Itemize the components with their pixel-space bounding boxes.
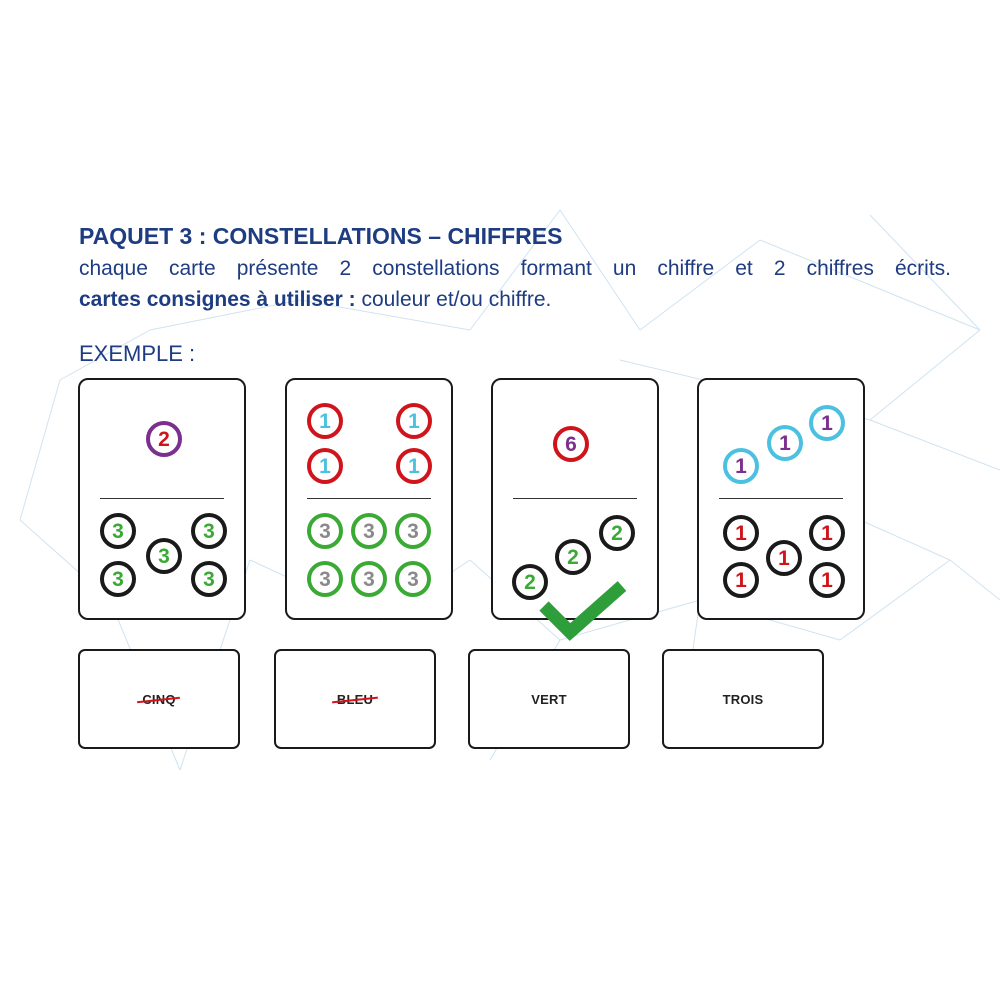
number-token: 3: [351, 561, 387, 597]
word-card-bleu: BLEU: [274, 649, 436, 749]
number-token: 1: [809, 405, 845, 441]
word-label: VERT: [531, 691, 567, 707]
constellation-card-1: 2 3 3 3 3 3: [78, 378, 246, 620]
constellation-card-2: 1 1 1 1 3 3 3 3 3 3: [285, 378, 453, 620]
number-token: 6: [553, 426, 589, 462]
number-token: 3: [191, 561, 227, 597]
deck-description: chaque carte présente 2 constellations f…: [79, 257, 951, 280]
word-card-cinq: CINQ: [78, 649, 240, 749]
instruction-rest: couleur et/ou chiffre.: [355, 288, 552, 311]
number-token: 1: [767, 425, 803, 461]
word-label: CINQ: [142, 691, 176, 707]
page-title: PAQUET 3 : CONSTELLATIONS – CHIFFRES: [79, 223, 563, 249]
instruction-bold: cartes consignes à utiliser :: [79, 288, 356, 311]
card-divider: [100, 498, 224, 499]
number-token: 3: [395, 561, 431, 597]
number-token: 3: [191, 513, 227, 549]
number-token: 2: [555, 539, 591, 575]
example-label: EXEMPLE :: [79, 341, 196, 366]
word-label: TROIS: [722, 691, 764, 707]
number-token: 3: [351, 513, 387, 549]
instruction-line: cartes consignes à utiliser : couleur et…: [79, 284, 951, 316]
number-token: 1: [766, 540, 802, 576]
number-token: 3: [307, 561, 343, 597]
number-token: 3: [307, 513, 343, 549]
number-token: 3: [395, 513, 431, 549]
number-token: 1: [723, 448, 759, 484]
card-divider: [307, 498, 431, 499]
constellation-card-4: 1 1 1 1 1 1 1 1: [697, 378, 865, 620]
number-token: 1: [723, 562, 759, 598]
number-token: 1: [307, 448, 343, 484]
number-token: 3: [100, 513, 136, 549]
number-token: 2: [599, 515, 635, 551]
instructions-header: PAQUET 3 : CONSTELLATIONS – CHIFFRES cha…: [79, 218, 951, 316]
number-token: 1: [809, 562, 845, 598]
number-token: 3: [146, 538, 182, 574]
word-card-trois: TROIS: [662, 649, 824, 749]
card-divider: [719, 498, 843, 499]
number-token: 1: [396, 448, 432, 484]
card-divider: [513, 498, 637, 499]
word-card-vert: VERT: [468, 649, 630, 749]
check-icon: [539, 581, 627, 641]
word-label: BLEU: [336, 691, 374, 707]
number-token: 1: [723, 515, 759, 551]
number-token: 2: [146, 421, 182, 457]
number-token: 3: [100, 561, 136, 597]
number-token: 1: [396, 403, 432, 439]
number-token: 1: [809, 515, 845, 551]
number-token: 1: [307, 403, 343, 439]
number-token: 2: [512, 564, 548, 600]
